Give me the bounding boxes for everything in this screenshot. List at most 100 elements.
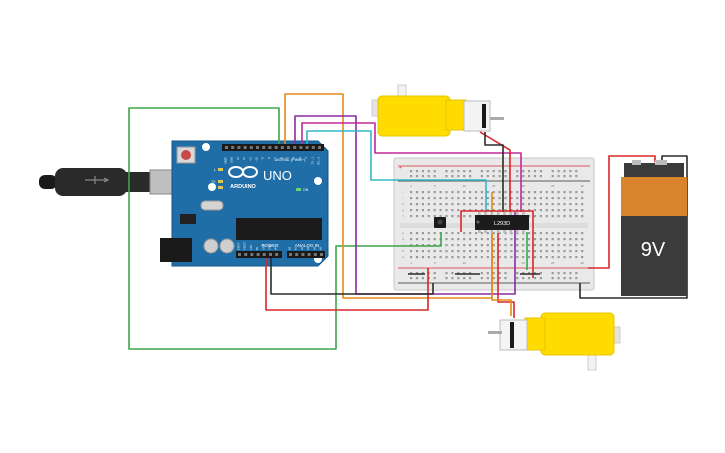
battery-terminal-minus[interactable] [655, 160, 667, 165]
rail-hole[interactable] [563, 175, 566, 178]
rail-hole[interactable] [557, 175, 560, 178]
rail-hole[interactable] [433, 272, 436, 275]
terminal-hole[interactable] [563, 209, 566, 212]
terminal-hole[interactable] [510, 250, 513, 253]
terminal-hole[interactable] [427, 197, 430, 200]
terminal-hole[interactable] [545, 197, 548, 200]
terminal-hole[interactable] [433, 244, 436, 247]
digital-pin-hole[interactable] [305, 146, 309, 149]
rail-hole[interactable] [451, 175, 454, 178]
terminal-hole[interactable] [410, 191, 413, 194]
terminal-hole[interactable] [469, 191, 472, 194]
terminal-hole[interactable] [427, 191, 430, 194]
terminal-hole[interactable] [469, 197, 472, 200]
terminal-hole[interactable] [415, 203, 419, 206]
terminal-hole[interactable] [575, 197, 578, 200]
rail-hole[interactable] [551, 170, 554, 173]
rail-hole[interactable] [516, 175, 519, 178]
terminal-hole[interactable] [457, 244, 460, 247]
terminal-hole[interactable] [498, 232, 501, 235]
rail-hole[interactable] [557, 170, 560, 173]
rail-hole[interactable] [569, 170, 572, 173]
analog-pin-hole[interactable] [320, 253, 323, 256]
terminal-hole[interactable] [533, 203, 537, 206]
analog-pin-hole[interactable] [289, 253, 292, 256]
terminal-hole[interactable] [415, 238, 419, 241]
terminal-hole[interactable] [563, 215, 566, 218]
terminal-hole[interactable] [569, 197, 572, 200]
terminal-hole[interactable] [469, 244, 472, 247]
rail-hole[interactable] [569, 277, 572, 280]
terminal-hole[interactable] [433, 232, 436, 235]
terminal-hole[interactable] [533, 244, 537, 247]
terminal-hole[interactable] [474, 250, 478, 253]
terminal-hole[interactable] [469, 209, 472, 212]
rail-hole[interactable] [557, 277, 560, 280]
terminal-hole[interactable] [545, 215, 548, 218]
rail-hole[interactable] [486, 170, 489, 173]
terminal-hole[interactable] [498, 238, 501, 241]
terminal-hole[interactable] [469, 215, 472, 218]
rail-hole[interactable] [421, 277, 424, 280]
digital-pin-hole[interactable] [311, 146, 315, 149]
terminal-hole[interactable] [457, 250, 460, 253]
terminal-hole[interactable] [581, 203, 584, 206]
rail-hole[interactable] [498, 175, 501, 178]
terminal-hole[interactable] [581, 232, 584, 235]
terminal-hole[interactable] [421, 232, 424, 235]
terminal-hole[interactable] [545, 191, 548, 194]
terminal-hole[interactable] [445, 256, 448, 259]
terminal-hole[interactable] [533, 256, 537, 259]
terminal-hole[interactable] [415, 215, 419, 218]
terminal-hole[interactable] [516, 244, 519, 247]
rail-hole[interactable] [533, 175, 537, 178]
terminal-hole[interactable] [474, 244, 478, 247]
terminal-hole[interactable] [569, 203, 572, 206]
terminal-hole[interactable] [498, 203, 501, 206]
terminal-hole[interactable] [410, 209, 413, 212]
terminal-hole[interactable] [510, 232, 513, 235]
rail-hole[interactable] [522, 175, 525, 178]
rail-hole[interactable] [528, 272, 531, 275]
terminal-hole[interactable] [516, 203, 519, 206]
rail-hole[interactable] [539, 277, 542, 280]
terminal-hole[interactable] [451, 256, 454, 259]
rail-hole[interactable] [575, 175, 578, 178]
terminal-hole[interactable] [516, 232, 519, 235]
rail-hole[interactable] [557, 272, 560, 275]
terminal-hole[interactable] [451, 209, 454, 212]
rail-hole[interactable] [492, 272, 495, 275]
wire-red-bottom-motor[interactable] [497, 212, 515, 318]
wire-purple[interactable] [294, 115, 516, 295]
battery-9v[interactable]: + − 9V [621, 160, 687, 296]
digital-pin-hole[interactable] [237, 146, 241, 149]
terminal-hole[interactable] [463, 203, 466, 206]
rail-hole[interactable] [469, 272, 472, 275]
terminal-hole[interactable] [557, 209, 560, 212]
terminal-hole[interactable] [504, 256, 507, 259]
rail-hole[interactable] [539, 175, 542, 178]
rail-hole[interactable] [480, 170, 483, 173]
rail-hole[interactable] [451, 170, 454, 173]
terminal-hole[interactable] [516, 209, 519, 212]
terminal-hole[interactable] [510, 238, 513, 241]
rail-hole[interactable] [433, 170, 436, 173]
rail-hole[interactable] [539, 272, 542, 275]
terminal-hole[interactable] [528, 197, 531, 200]
terminal-hole[interactable] [575, 215, 578, 218]
terminal-hole[interactable] [528, 238, 531, 241]
terminal-hole[interactable] [581, 191, 584, 194]
rail-hole[interactable] [575, 277, 578, 280]
terminal-hole[interactable] [551, 256, 554, 259]
rail-hole[interactable] [480, 277, 483, 280]
rail-hole[interactable] [563, 277, 566, 280]
terminal-hole[interactable] [533, 250, 537, 253]
terminal-hole[interactable] [486, 250, 489, 253]
dc-motor-top[interactable] [371, 84, 504, 137]
terminal-hole[interactable] [533, 209, 537, 212]
terminal-hole[interactable] [551, 191, 554, 194]
terminal-hole[interactable] [474, 203, 478, 206]
terminal-hole[interactable] [421, 197, 424, 200]
rail-hole[interactable] [427, 175, 430, 178]
rail-hole[interactable] [486, 175, 489, 178]
